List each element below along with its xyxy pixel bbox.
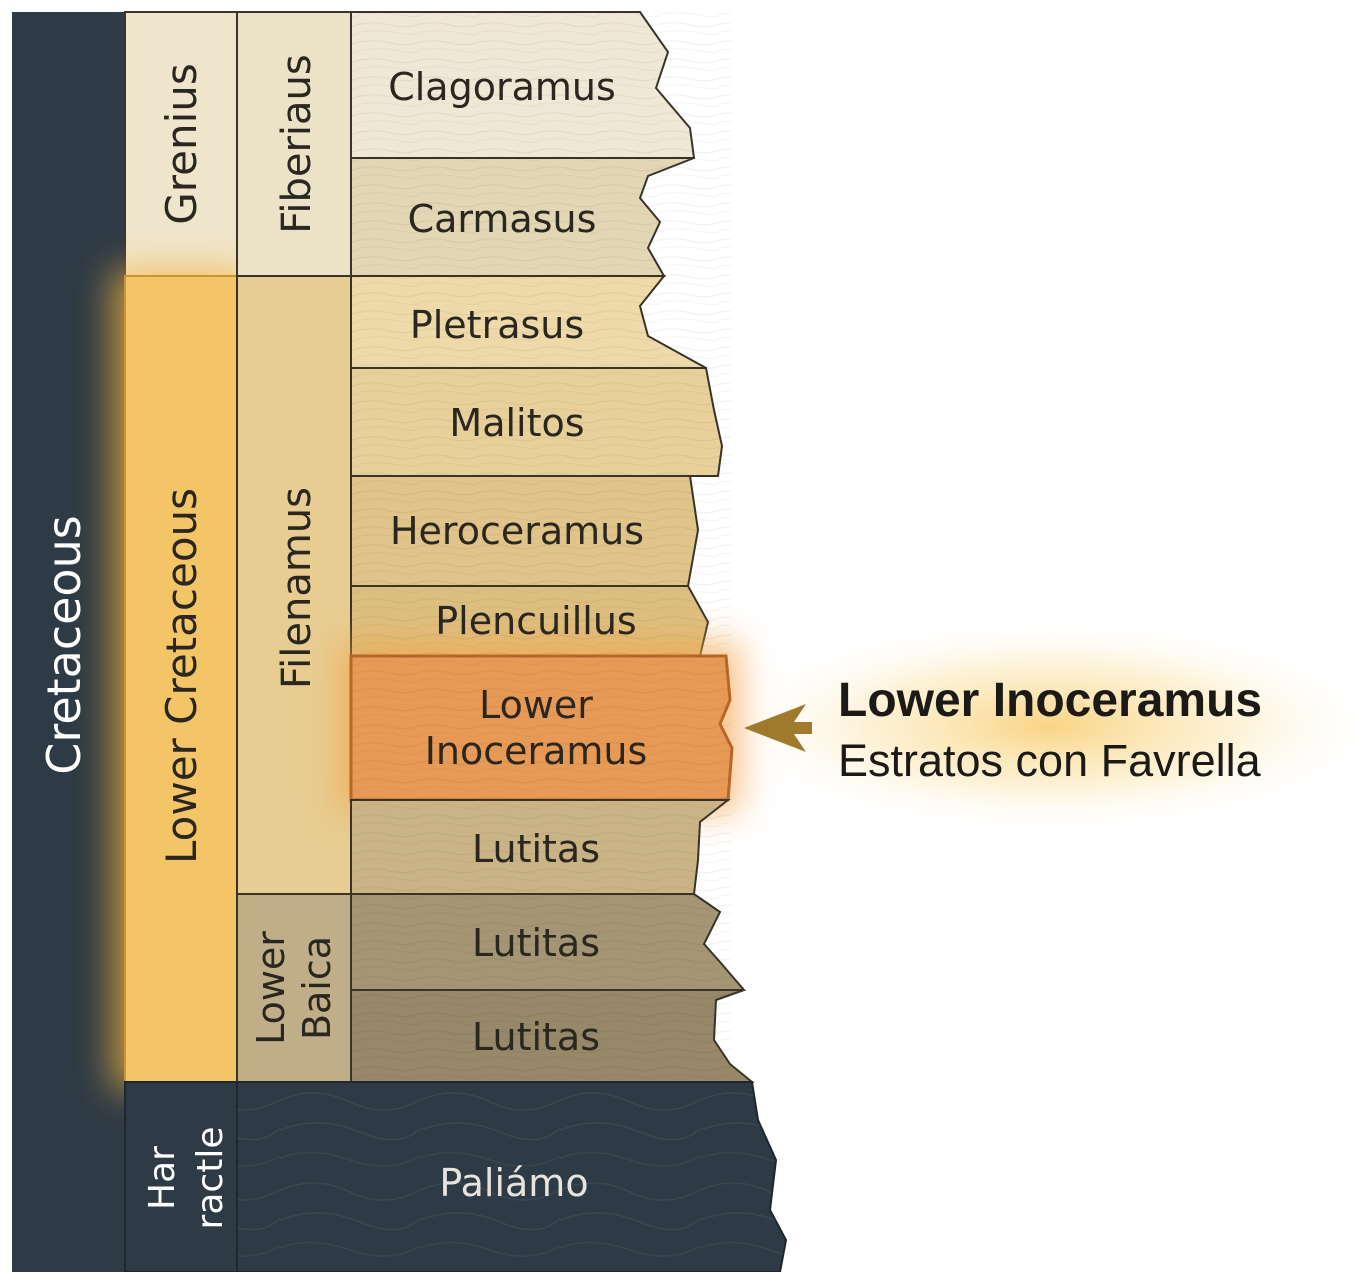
layer-label-pletrasus: Pletrasus [410,303,584,347]
stage-lower-label-1: Lower [249,931,293,1045]
stage-lower-label-2: Baica [295,936,339,1040]
epoch-upper-label: Grenius [157,63,206,225]
layer-label-malitos: Malitos [449,401,584,445]
layer-label-lutitas-2: Lutitas [472,921,600,965]
layer-label-clagoramus: Clagoramus [388,65,616,109]
epoch-highlight-label: Lower Cretaceous [157,488,206,864]
epoch-upper-cell [124,11,238,277]
stage-lower-cell [236,893,352,1083]
callout-arrow-icon [744,704,812,752]
layer-label-lower-inoceramus-1: Lower [479,683,593,727]
callout-title: Lower Inoceramus [838,674,1262,727]
layer-label-lutitas-3: Lutitas [472,1015,600,1059]
era-column [12,12,125,1272]
callout-glow [710,616,1356,836]
layer-label-plencuillus: Plencuillus [435,599,636,643]
layer-label-lower-inoceramus-2: Inoceramus [425,729,648,773]
callout-subtitle: Estratos con Favrella [838,735,1262,786]
layer-label-heroceramus: Heroceramus [390,509,644,553]
epoch-bottom-label-1: Har [142,1146,183,1210]
layer-label-carmasus: Carmasus [408,197,597,241]
epoch-highlight-cell [124,275,238,1083]
stage-upper-label: Fiberiaus [274,54,320,233]
stage-middle-label: Filenamus [274,487,320,689]
layer-label-paliamo: Paliámo [439,1161,588,1205]
epoch-bottom-cell [124,1081,238,1272]
layer-lower-inoceramus [349,654,734,802]
era-label: Cretaceous [37,515,91,774]
epoch-bottom-label-2: ractle [190,1127,231,1230]
layer-label-lutitas-1: Lutitas [472,827,600,871]
basement-contour-overlay [237,1082,786,1272]
